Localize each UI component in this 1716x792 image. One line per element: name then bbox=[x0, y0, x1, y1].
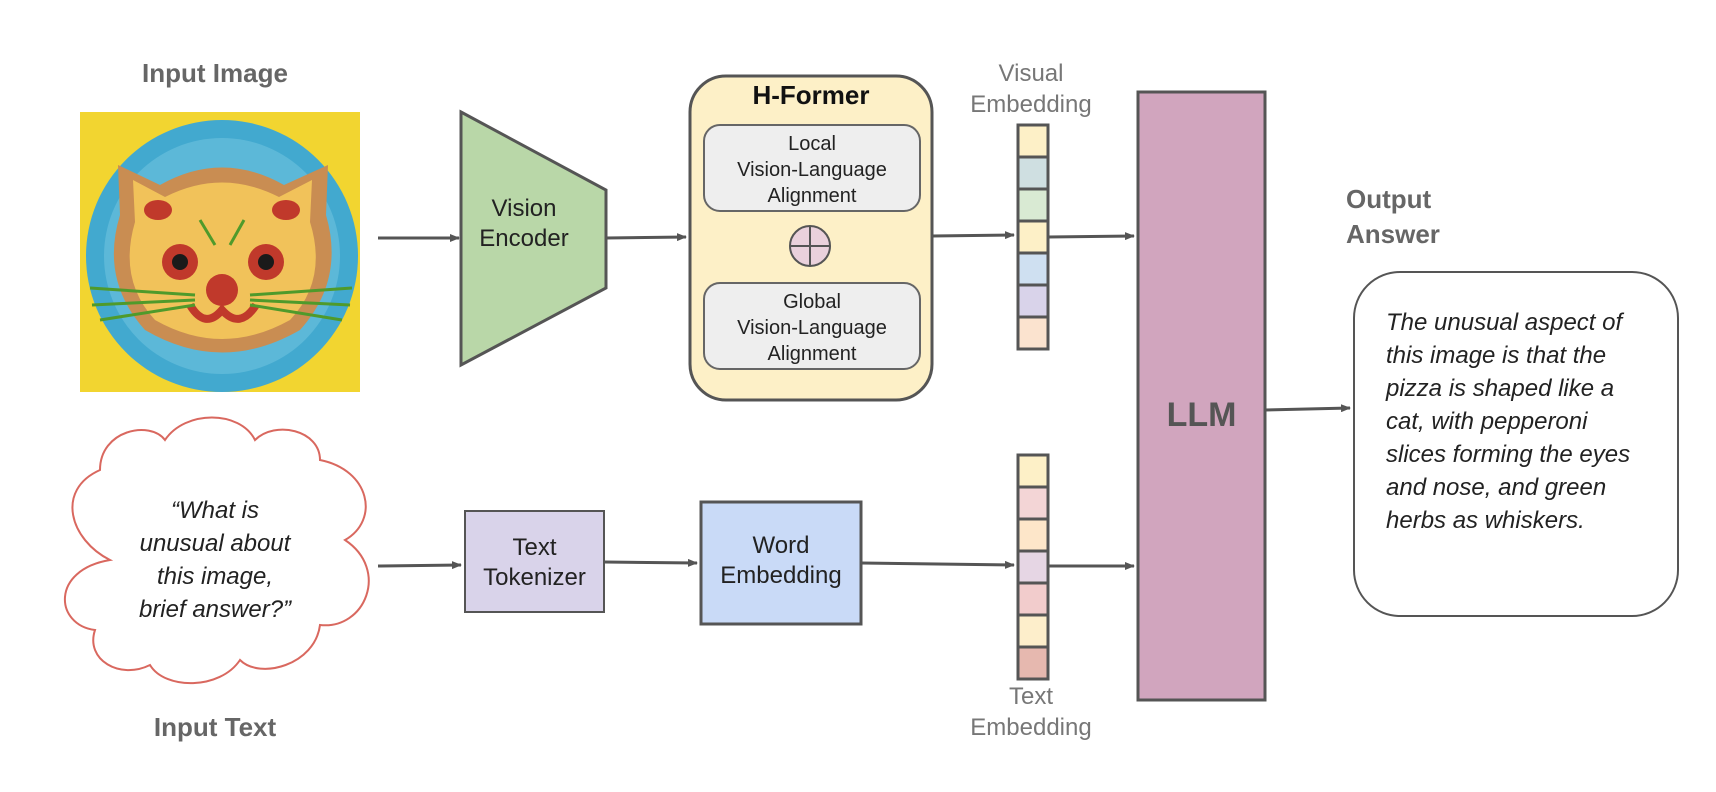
arrow-hformer-to-visual bbox=[931, 231, 1015, 240]
vision-encoder-shape bbox=[459, 109, 608, 368]
text-embedding-cell-6 bbox=[1016, 613, 1050, 649]
global-alignment-box bbox=[703, 282, 921, 370]
arrow-visual-to-llm bbox=[1047, 232, 1135, 241]
arrow-llm-to-answer bbox=[1264, 404, 1351, 413]
visual-embedding-cell-1 bbox=[1016, 123, 1050, 159]
word-embedding-box bbox=[699, 500, 863, 626]
text-embedding-column bbox=[1016, 453, 1050, 681]
visual-embedding-column bbox=[1016, 123, 1050, 351]
visual-embedding-cell-7 bbox=[1016, 315, 1050, 351]
text-embedding-cell-7 bbox=[1016, 645, 1050, 681]
visual-embedding-label: Visual Embedding bbox=[970, 60, 1092, 119]
question-text: “What is unusual about this image, brief… bbox=[138, 497, 292, 623]
output-answer-text: The unusual aspect of this image is that… bbox=[1386, 309, 1631, 534]
global-alignment-label: Global Vision-Language Alignment bbox=[737, 291, 887, 365]
text-embedding-cell-5 bbox=[1016, 581, 1050, 617]
arrow-word-to-text bbox=[860, 560, 1015, 569]
visual-embedding-cell-6 bbox=[1016, 283, 1050, 319]
llm-box bbox=[1136, 90, 1267, 702]
output-answer-heading: Output Answer bbox=[1346, 184, 1440, 249]
output-answer-box bbox=[1353, 271, 1679, 617]
oplus-icon bbox=[789, 225, 831, 267]
text-embedding-cell-1 bbox=[1016, 453, 1050, 489]
visual-embedding-cell-4 bbox=[1016, 219, 1050, 255]
visual-embedding-cell-5 bbox=[1016, 251, 1050, 287]
arrow-encoder-to-hformer bbox=[605, 233, 687, 242]
vision-encoder-label: Vision Encoder bbox=[479, 195, 569, 252]
local-alignment-label: Local Vision-Language Alignment bbox=[737, 133, 887, 207]
input-image bbox=[80, 112, 360, 392]
text-embedding-cell-3 bbox=[1016, 517, 1050, 553]
local-alignment-box bbox=[703, 124, 921, 212]
hformer-title: H-Former bbox=[752, 80, 870, 110]
input-image-heading: Input Image bbox=[142, 58, 288, 88]
text-tokenizer-box bbox=[464, 510, 605, 613]
arrow-tokenizer-to-word bbox=[603, 558, 698, 567]
visual-embedding-cell-3 bbox=[1016, 187, 1050, 223]
visual-embedding-cell-2 bbox=[1016, 155, 1050, 191]
question-cloud bbox=[63, 416, 370, 685]
text-embedding-label: Text Embedding bbox=[970, 683, 1092, 742]
word-embedding-label: Word Embedding bbox=[720, 532, 842, 589]
text-embedding-cell-2 bbox=[1016, 485, 1050, 521]
text-embedding-cell-4 bbox=[1016, 549, 1050, 585]
input-text-heading: Input Text bbox=[153, 712, 277, 742]
llm-label: LLM bbox=[1166, 396, 1237, 434]
arrows bbox=[377, 231, 1351, 570]
text-tokenizer-label: Text Tokenizer bbox=[483, 534, 586, 591]
arrow-cloud-to-tokenizer bbox=[377, 561, 462, 570]
